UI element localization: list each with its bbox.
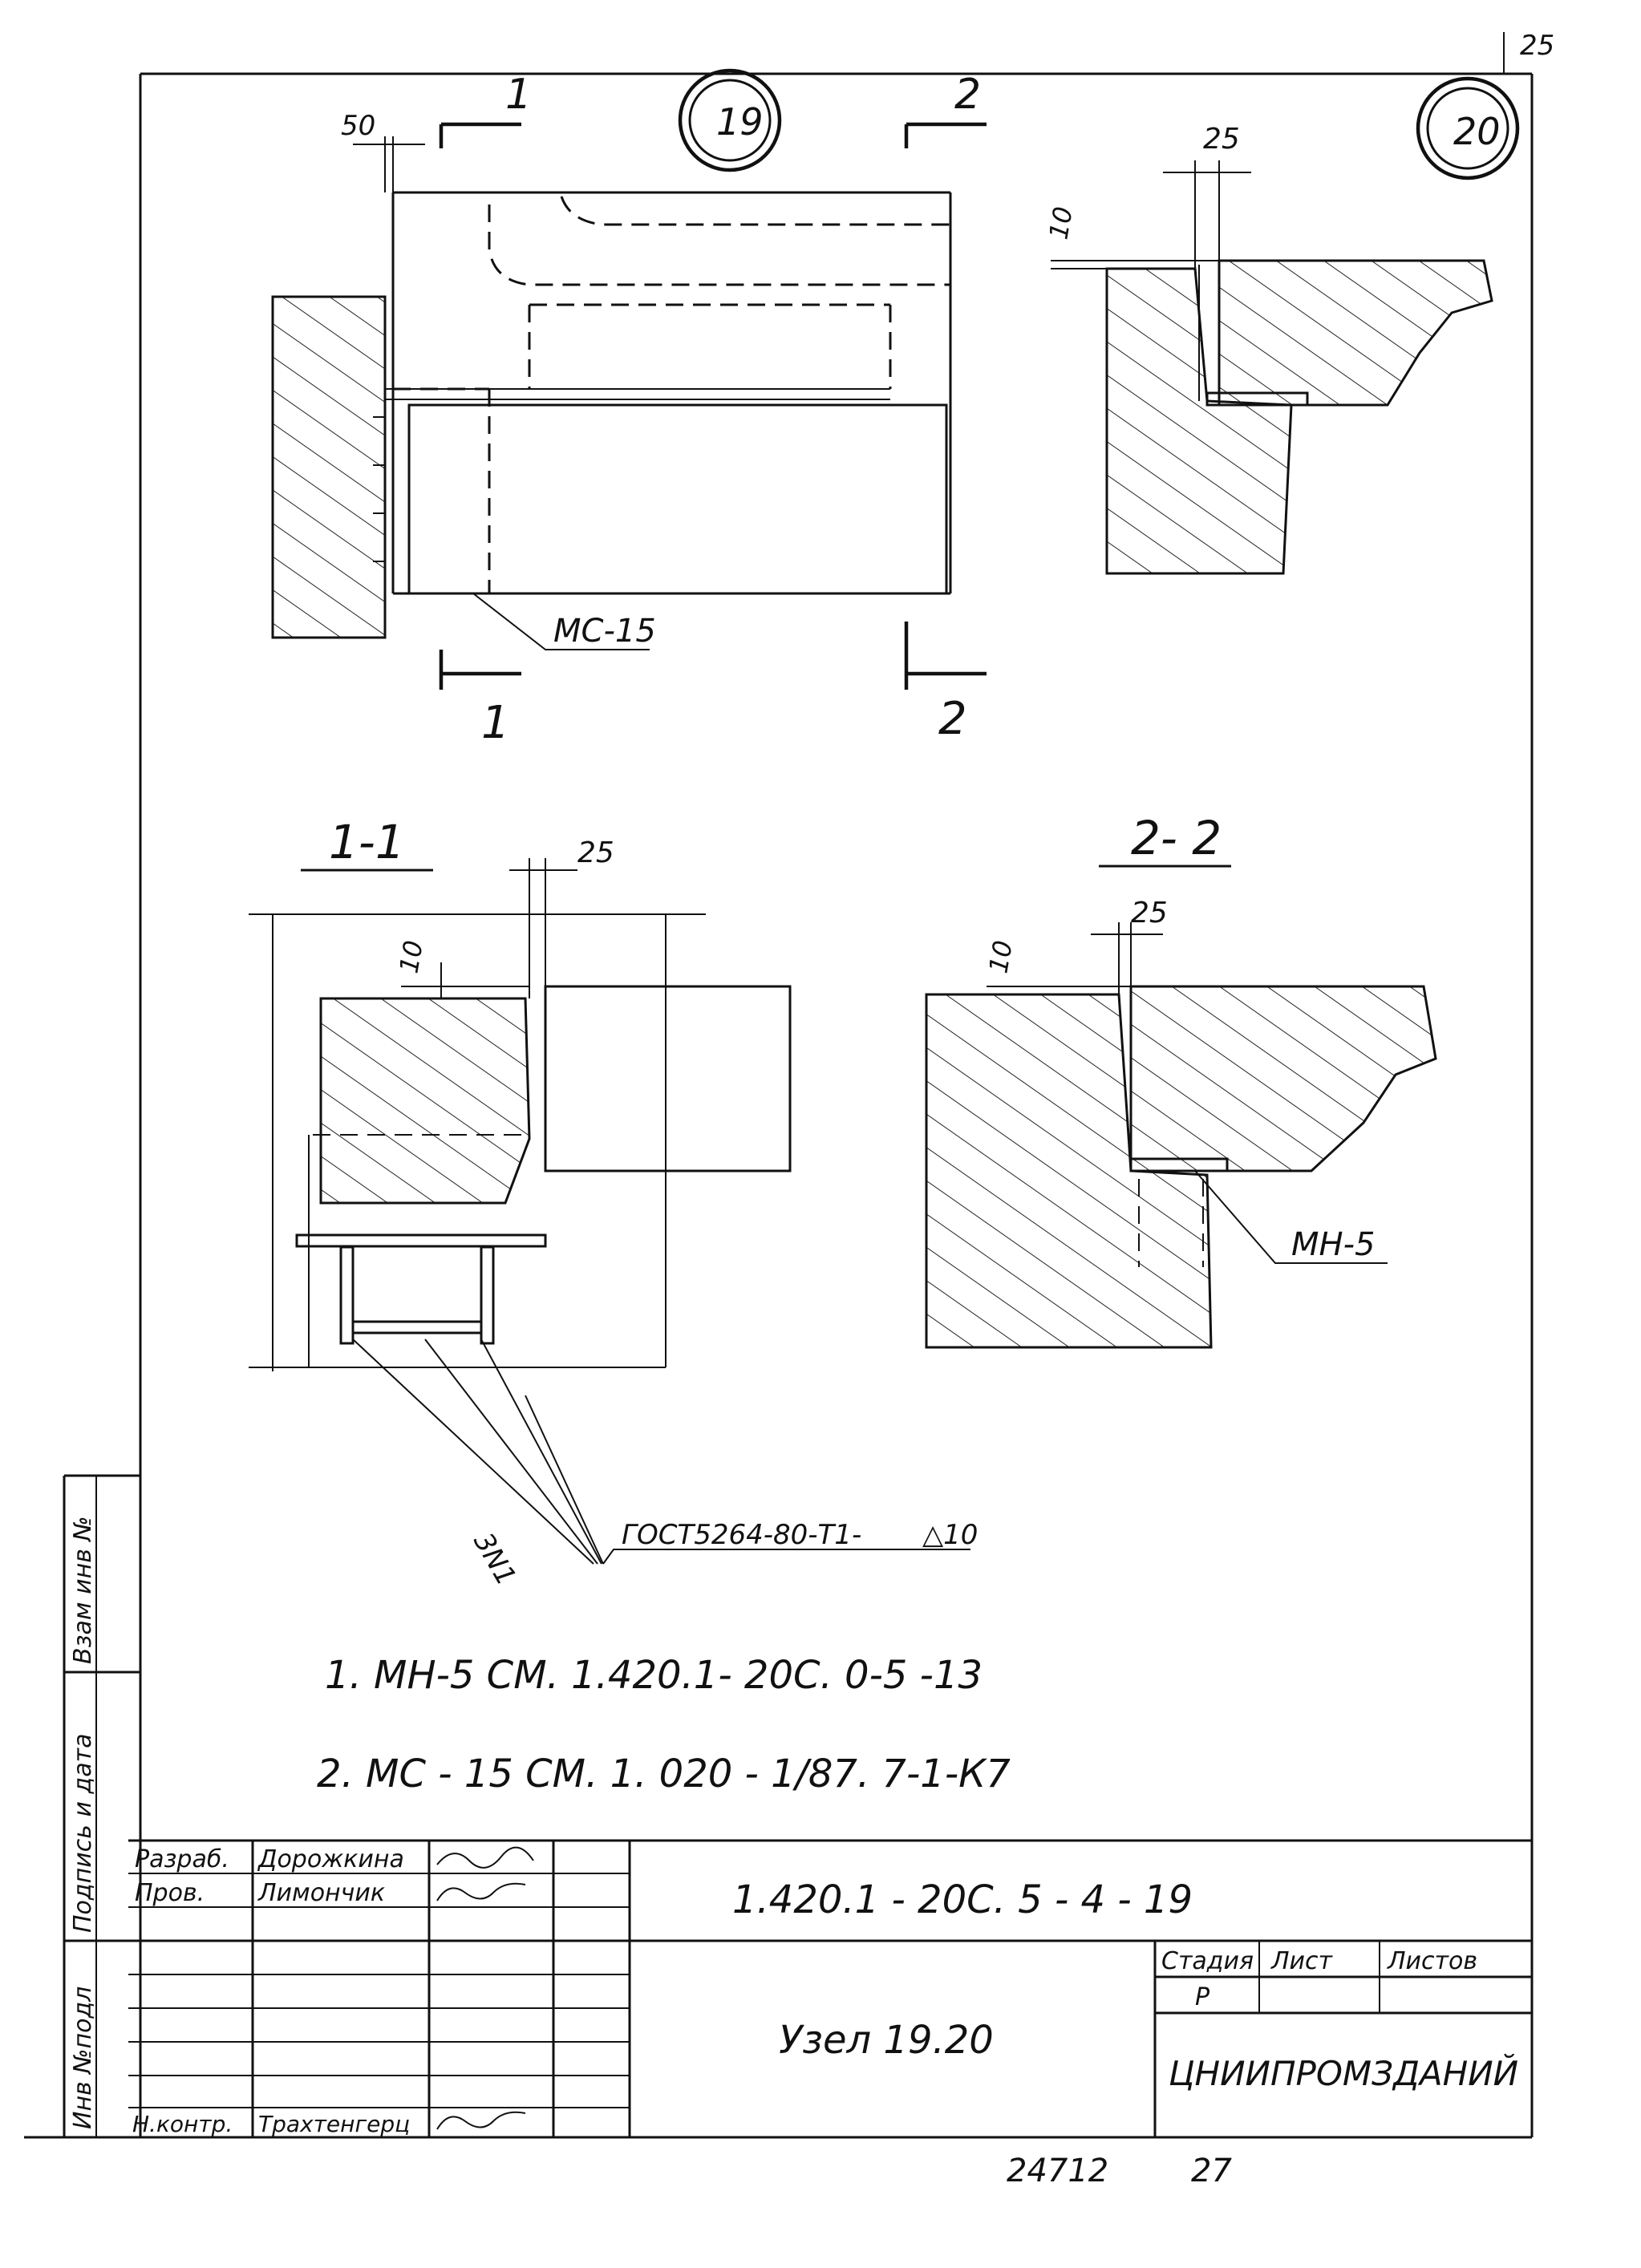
document-code: 1.420.1 - 20С. 5 - 4 - 19	[732, 1877, 1193, 1922]
signature-norm	[436, 2111, 526, 2130]
section-2-label-bottom: 2	[938, 693, 967, 745]
drawing-title: Узел 19.20	[779, 2018, 994, 2063]
name-developer: Дорожкина	[257, 1845, 404, 1873]
organization: ЦНИИПРОМЗДАНИЙ	[1169, 2053, 1518, 2093]
role-norm: Н.контр.	[132, 2111, 233, 2137]
weld-standard-label: ГОСТ5264-80-Т1-	[622, 1519, 861, 1551]
page-corner-number: 25	[1520, 30, 1554, 62]
node-20-outer-circle	[1416, 76, 1520, 180]
wall-hatch	[273, 297, 385, 638]
beam-hatch-22	[1131, 986, 1436, 1171]
view-20	[1051, 76, 1520, 575]
node-19-label: 19	[716, 100, 764, 144]
section-1-1-title: 1-1	[329, 815, 405, 869]
mc15-leader	[472, 593, 650, 650]
weld-leader-shelf	[602, 1549, 970, 1565]
section-1-label-top: 1	[505, 71, 532, 119]
adjacent-beam	[544, 985, 792, 1172]
sheet-header: Лист	[1270, 1947, 1334, 1975]
title-block	[128, 1839, 1532, 2137]
weld-3n1-label: 3N1	[467, 1528, 522, 1591]
note-1: 1. МН-5 СМ. 1.420.1- 20С. 0-5 -13	[325, 1653, 983, 1698]
mc15-callout: МС-15	[553, 613, 656, 650]
column-hatch-22	[926, 994, 1211, 1347]
signature-developer	[436, 1846, 534, 1869]
side-stamp	[63, 1474, 140, 2137]
section-2-2	[925, 865, 1437, 1349]
role-checker: Пров.	[135, 1879, 205, 1907]
node-19-outer-circle	[678, 68, 782, 172]
view-19	[271, 68, 987, 690]
section-2-label-top: 2	[954, 71, 981, 119]
mh5-callout: МН-5	[1291, 1226, 1375, 1263]
bottom-number-right: 27	[1191, 2153, 1232, 2189]
dimension-10-s22: 10	[983, 938, 1018, 976]
name-norm: Трахтенгерц	[258, 2111, 410, 2137]
dimension-10-s11: 10	[393, 938, 428, 976]
node-19-inner-circle	[688, 79, 772, 162]
note-2: 2. МС - 15 СМ. 1. 020 - 1/87. 7-1-К7	[317, 1752, 1011, 1796]
role-developer: Разраб.	[135, 1845, 229, 1873]
signature-checker	[436, 1882, 526, 1901]
name-checker: Лимончик	[257, 1879, 385, 1907]
beam-section-hatch	[321, 998, 529, 1203]
side-stamp-box-1: Взам инв №	[69, 1516, 97, 1664]
bearing-plate-20	[1205, 391, 1309, 407]
stage-header: Стадия	[1161, 1947, 1254, 1975]
side-stamp-box-3: Инв №подл	[69, 1987, 97, 2129]
dimension-50: 50	[341, 110, 375, 142]
section-1-label-bottom: 1	[481, 697, 510, 749]
column-hatch	[1107, 269, 1291, 573]
section-1-1	[249, 858, 970, 1565]
weld-size-label: △10	[922, 1519, 978, 1551]
wall-outline	[271, 295, 387, 639]
side-stamp-box-2: Подпись и дата	[69, 1734, 97, 1934]
dimension-10-top: 10	[1043, 205, 1078, 242]
beam-hatch	[1219, 261, 1492, 405]
dimension-25-s11: 25	[577, 836, 614, 869]
sheet-frame	[24, 32, 1534, 2139]
node-20-label: 20	[1453, 110, 1501, 153]
dimension-25-top: 25	[1203, 123, 1240, 156]
section-2-2-plate	[1129, 1157, 1229, 1172]
section-1-1-plate	[295, 1233, 547, 1248]
stage-value: Р	[1195, 1983, 1210, 2011]
mh5-leader	[1194, 1170, 1388, 1264]
dimension-25-s22: 25	[1131, 897, 1168, 929]
sheets-header: Листов	[1387, 1947, 1477, 1975]
node-20-inner-circle	[1426, 87, 1509, 170]
section-2-2-title: 2- 2	[1131, 811, 1222, 865]
bottom-number-left: 24712	[1007, 2153, 1108, 2189]
